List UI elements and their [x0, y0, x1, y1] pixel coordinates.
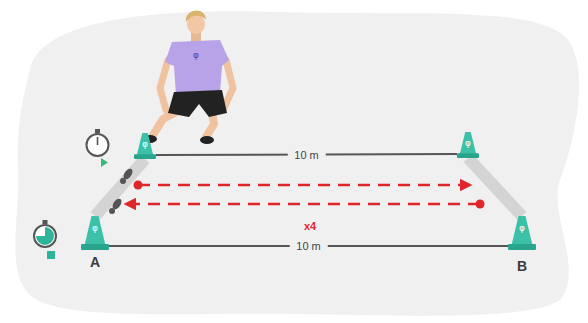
player-figure-part: [168, 90, 227, 117]
shirt-logo: φ: [193, 50, 199, 60]
run-path-arrow-part: [126, 203, 480, 206]
cone-logo: φ: [457, 138, 479, 148]
shoe-prints: [109, 167, 134, 214]
run-path-arrow-part: [476, 200, 485, 209]
cone-marker: φA: [81, 216, 109, 250]
player-figure-part: [200, 136, 214, 144]
player-figure-part: [224, 60, 233, 108]
lane-band: [95, 159, 145, 216]
run-path-arrow: [126, 181, 485, 209]
stopwatch-stop-part: [34, 225, 56, 247]
player-figure-part: [160, 60, 168, 110]
stopwatch-start-part: [87, 134, 109, 156]
shoe-prints-part: [120, 178, 126, 184]
cone-logo: φ: [81, 223, 109, 233]
repetition-count: x4: [304, 220, 316, 232]
player-figure-part: [186, 10, 206, 22]
player-figure-part: [165, 40, 229, 95]
stopwatch-stop: [34, 220, 56, 259]
point-label: B: [498, 258, 546, 274]
cone-marker: φ: [457, 132, 479, 158]
stopwatch-start: [87, 129, 109, 167]
cone-logo: φ: [508, 223, 536, 233]
run-path-arrow-part: [138, 184, 470, 187]
distance-label: 10 m: [287, 148, 325, 161]
cone-base: [457, 153, 479, 158]
stopwatch-stop-part: [36, 227, 54, 245]
distance-label: 10 m: [289, 240, 327, 253]
stopwatch-start-part: [95, 129, 100, 133]
stopwatch-start-part: [97, 137, 99, 145]
run-path-arrow-part: [134, 181, 143, 190]
stopwatch-start-part: [101, 158, 108, 167]
cone-base: [508, 244, 536, 250]
shoe-prints-part: [109, 208, 115, 214]
stopwatch-stop-part: [47, 251, 55, 259]
cone-base: [81, 244, 109, 250]
cone-marker: φ: [134, 133, 156, 159]
stopwatch-stop-part: [43, 220, 48, 224]
point-label: A: [71, 254, 119, 270]
player-figure: [143, 10, 233, 144]
cone-logo: φ: [134, 139, 156, 149]
lane-band: [468, 158, 522, 216]
cone-marker: φB: [508, 216, 536, 250]
cone-base: [134, 154, 156, 159]
background-blob: [15, 11, 579, 315]
